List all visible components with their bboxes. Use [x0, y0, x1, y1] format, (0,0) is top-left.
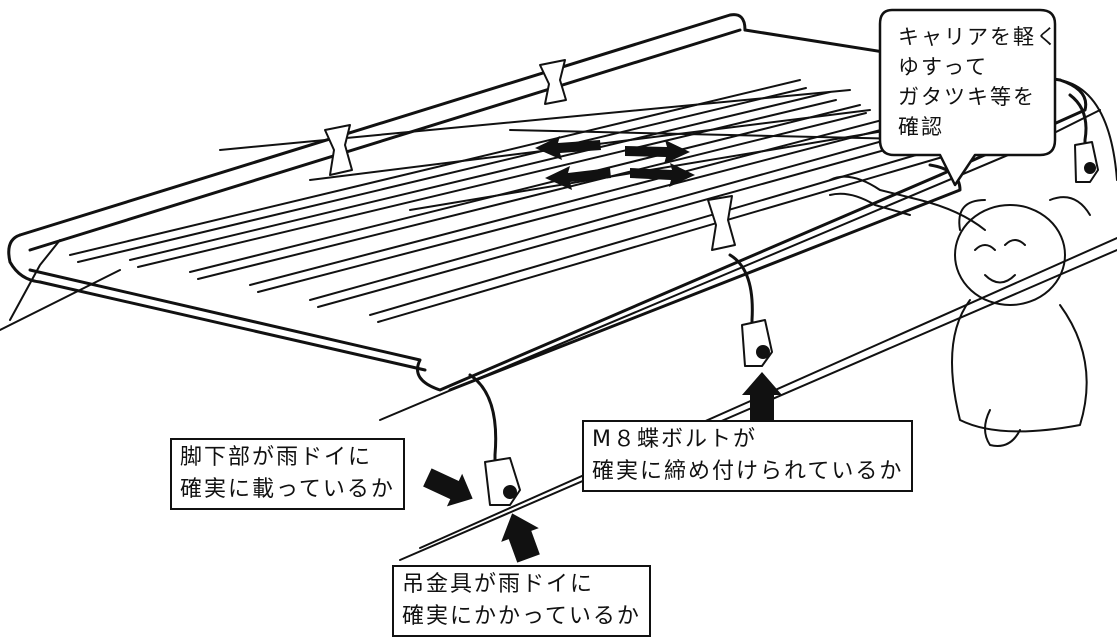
- speech-line-3: ガタツキ等を: [898, 85, 1036, 109]
- speech-line-1: キャリアを軽く: [898, 25, 1059, 49]
- hook-callout: 吊金具が雨ドイに 確実にかかっているか: [392, 565, 651, 637]
- bolt-callout-line-1: M８蝶ボルトが: [592, 427, 757, 452]
- speech-bubble: [878, 8, 1057, 187]
- cross-bars: [69, 79, 951, 323]
- shake-arrows-icon: [535, 136, 695, 190]
- speech-bubble-text: キャリアを軽く ゆすって ガタツキ等を 確認: [898, 22, 1059, 142]
- person-figure: [829, 175, 1091, 447]
- carrier-frame: [7, 13, 1088, 392]
- pointer-arrow-icon: [423, 372, 782, 563]
- bolt-callout-line-2: 確実に締め付けられているか: [592, 459, 904, 484]
- carrier-legs: [468, 93, 1088, 472]
- hook-callout-line-1: 吊金具が雨ドイに: [402, 572, 595, 597]
- hook-callout-line-2: 確実にかかっているか: [402, 604, 641, 629]
- rail-brackets: [324, 59, 736, 251]
- speech-line-2: ゆすって: [898, 55, 989, 79]
- leg-callout-line-2: 確実に載っているか: [180, 477, 395, 502]
- leg-callout-line-1: 脚下部が雨ドイに: [180, 445, 373, 470]
- leg-callout: 脚下部が雨ドイに 確実に載っているか: [170, 438, 405, 510]
- bolt-callout: M８蝶ボルトが 確実に締め付けられているか: [582, 420, 914, 492]
- speech-line-4: 確認: [898, 115, 944, 139]
- clamp-hardware: [484, 141, 1099, 506]
